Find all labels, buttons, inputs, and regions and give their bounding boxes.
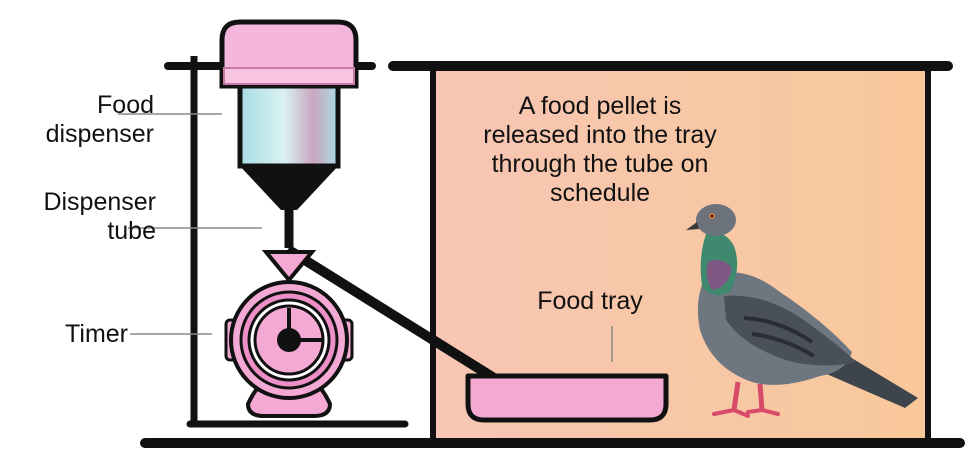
process-caption: A food pellet is released into the tray …	[430, 92, 770, 208]
process-caption-line-1: A food pellet is	[518, 92, 682, 120]
dispenser-hopper	[238, 164, 340, 210]
food-dispenser-label-line-2: dispenser	[45, 120, 154, 148]
dispenser-tube-label-line-1: Dispenser	[43, 188, 156, 216]
pigeon-wing-bar-2	[751, 332, 816, 358]
dispenser-lid-rim	[223, 67, 355, 85]
food-dispenser-label: Food dispenser	[12, 91, 154, 149]
food-dispenser-label-line-1: Food	[97, 91, 154, 119]
pigeon-pupil	[710, 214, 714, 218]
food-tray-body	[465, 373, 669, 423]
food-tray-label: Food tray	[537, 287, 643, 315]
pigeon-head	[696, 204, 736, 236]
process-caption-line-2: released into the tray	[483, 121, 717, 149]
process-caption-line-3: through the tube on	[491, 150, 709, 178]
timer-hub	[277, 328, 301, 352]
food-tray	[465, 373, 669, 423]
timer-label: Timer	[65, 320, 128, 348]
tube-diagonal	[287, 247, 499, 383]
pigeon-wing-bar	[743, 316, 814, 344]
dispenser-glass	[237, 75, 341, 169]
pigeon-leg-left	[731, 381, 741, 411]
food-dispenser	[219, 19, 359, 210]
dispenser-tube-label: Dispenser tube	[10, 188, 156, 246]
process-caption-line-4: schedule	[549, 179, 651, 207]
pigeon-neck-sheen	[706, 260, 732, 290]
pigeon-leg-right	[757, 383, 765, 411]
dispenser-tube-label-line-2: tube	[107, 217, 156, 245]
dispenser-tube	[284, 206, 499, 383]
pigeon	[686, 204, 918, 418]
timer	[224, 250, 354, 418]
pigeon-foot-left	[712, 407, 750, 418]
leader-lines	[118, 113, 613, 362]
pigeon-foot-right	[746, 407, 780, 416]
timer-top-funnel	[261, 250, 317, 284]
pigeon-beak	[686, 222, 699, 230]
